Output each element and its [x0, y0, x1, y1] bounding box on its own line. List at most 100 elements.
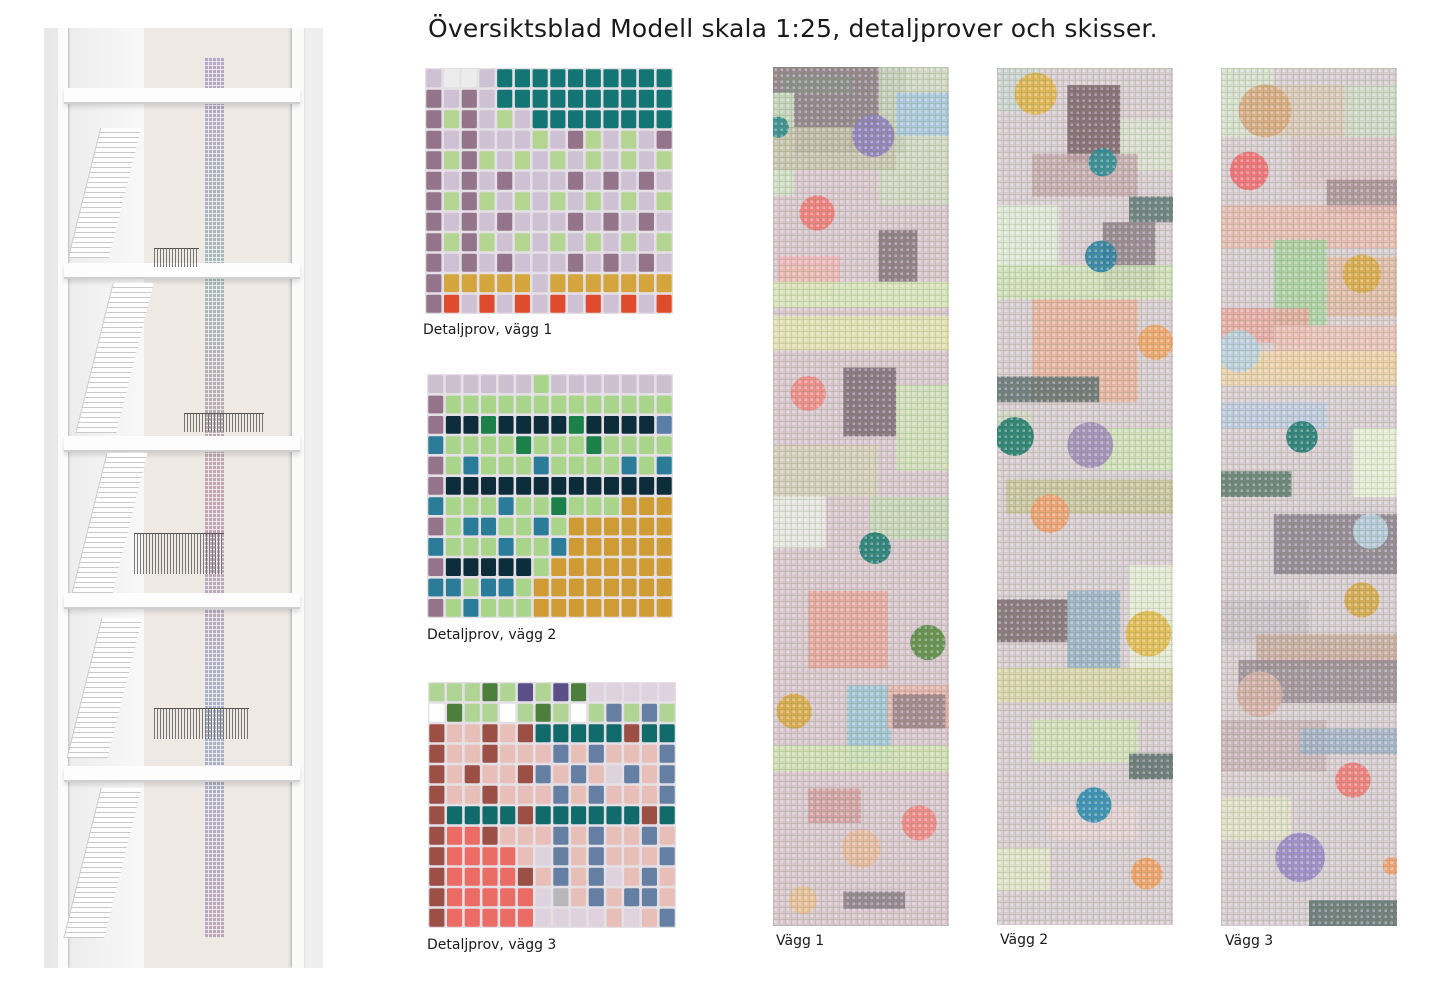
mosaic-tile — [568, 171, 584, 190]
mosaic-tile — [481, 598, 496, 617]
mosaic-tile — [624, 847, 640, 866]
mosaic-tile — [656, 294, 672, 313]
mosaic-tile — [498, 476, 514, 495]
mosaic-tile — [586, 578, 602, 597]
mosaic-tile — [500, 785, 516, 804]
mosaic-tile — [533, 598, 549, 617]
mosaic-tile — [533, 375, 549, 394]
mosaic-tile — [463, 537, 479, 556]
mosaic-tile — [498, 517, 514, 536]
mosaic-tile — [639, 517, 655, 536]
mosaic-tile — [461, 274, 477, 293]
mosaic-tile — [551, 436, 567, 455]
mosaic-tile — [481, 578, 496, 597]
mosaic-tile — [550, 274, 566, 293]
mosaic-tile — [621, 436, 637, 455]
mosaic-tile — [464, 703, 480, 722]
mosaic-tile — [568, 192, 584, 211]
mosaic-tile — [447, 765, 463, 784]
mosaic-tile — [516, 537, 532, 556]
mosaic-tile — [551, 395, 567, 414]
mosaic-tile — [568, 69, 584, 88]
mosaic-tile — [606, 806, 622, 825]
mosaic-tile — [551, 456, 567, 475]
mosaic-tile — [551, 375, 567, 394]
mosaic-tile — [604, 537, 619, 556]
model-railing — [134, 533, 224, 574]
mosaic-tile — [533, 436, 549, 455]
mosaic-tile — [606, 724, 622, 743]
mosaic-tile — [447, 908, 463, 927]
mosaic-tile — [604, 456, 619, 475]
mosaic-tile — [428, 456, 444, 475]
mosaic-tile — [479, 294, 495, 313]
mosaic-tile — [641, 826, 657, 845]
mosaic-tile — [551, 537, 567, 556]
mosaic-tile — [444, 294, 460, 313]
mosaic-tile — [535, 888, 551, 907]
mosaic-tile — [428, 558, 444, 577]
mosaic-tile — [606, 765, 622, 784]
mosaic-tile — [429, 744, 445, 763]
mosaic-tile — [550, 89, 566, 108]
mosaic-tile — [568, 558, 584, 577]
mosaic-tile — [426, 212, 442, 231]
mosaic-tile — [535, 703, 551, 722]
mosaic-tile — [571, 744, 587, 763]
mosaic-tile — [426, 130, 442, 149]
mosaic-tile — [429, 703, 445, 722]
mosaic-tile — [497, 130, 513, 149]
mosaic-tile — [429, 785, 445, 804]
mosaic-tile — [445, 395, 461, 414]
mosaic-tile — [553, 806, 569, 825]
mosaic-tile — [588, 724, 604, 743]
mosaic-tile — [500, 744, 516, 763]
mosaic-tile — [606, 867, 622, 886]
mosaic-tile — [659, 724, 675, 743]
mosaic-tile — [586, 436, 602, 455]
mosaic-tile — [463, 456, 479, 475]
mosaic-tile — [497, 69, 513, 88]
mosaic-tile — [464, 744, 480, 763]
mosaic-tile — [639, 415, 655, 434]
mosaic-tile — [535, 683, 551, 702]
mosaic-tile — [551, 517, 567, 536]
mosaic-tile — [497, 110, 513, 129]
mosaic-tile — [497, 212, 513, 231]
mosaic-tile — [479, 212, 495, 231]
mosaic-tile — [550, 151, 566, 170]
mosaic-tile — [514, 89, 530, 108]
mosaic-tile — [571, 826, 587, 845]
mosaic-tile — [604, 415, 619, 434]
mosaic-tile — [603, 151, 619, 170]
mosaic-tile — [550, 212, 566, 231]
mosaic-tile — [426, 294, 442, 313]
mosaic-tile — [571, 765, 587, 784]
mosaic-tile — [463, 578, 479, 597]
model-photo — [44, 28, 323, 968]
mosaic-tile — [585, 274, 601, 293]
mosaic-tile — [429, 847, 445, 866]
mosaic-tile — [656, 517, 672, 536]
mosaic-tile — [516, 497, 532, 516]
model-floor-slab — [64, 263, 300, 279]
mosaic-tile — [429, 806, 445, 825]
mosaic-tile — [426, 274, 442, 293]
mosaic-tile — [428, 395, 444, 414]
wall-sketch-1 — [773, 67, 949, 926]
mosaic-tile — [568, 598, 584, 617]
mosaic-tile — [588, 785, 604, 804]
mosaic-tile — [481, 415, 496, 434]
mosaic-tile — [445, 415, 461, 434]
mosaic-tile — [516, 456, 532, 475]
mosaic-tile — [482, 826, 498, 845]
mosaic-tile — [479, 192, 495, 211]
mosaic-tile — [463, 497, 479, 516]
mosaic-tile — [517, 765, 533, 784]
mosaic-tile — [571, 908, 587, 927]
mosaic-tile — [638, 253, 654, 272]
mosaic-tile — [553, 765, 569, 784]
mosaic-tile — [621, 497, 637, 516]
mosaic-tile — [461, 171, 477, 190]
mosaic-tile — [638, 192, 654, 211]
